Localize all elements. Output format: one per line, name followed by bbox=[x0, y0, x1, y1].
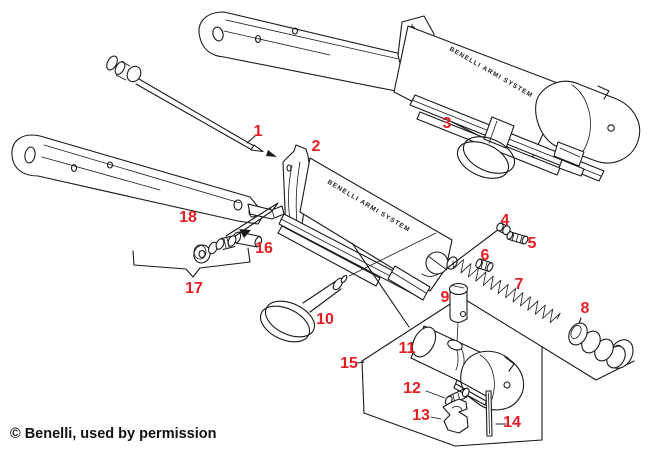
leader-line-parts-4-5 bbox=[445, 228, 500, 270]
bolt-carrier-2-drawing: BENELLI ARMI SYSTEM bbox=[277, 144, 458, 301]
part-label-16: 16 bbox=[255, 240, 273, 257]
firing-pin-rod-drawing bbox=[106, 55, 277, 157]
part-label-18: 18 bbox=[179, 209, 197, 226]
link-arm-18-drawing bbox=[11, 134, 285, 225]
part-label-9: 9 bbox=[441, 289, 450, 306]
leader-line-part-1 bbox=[246, 135, 256, 144]
recoil-spring-7-drawing bbox=[452, 259, 561, 323]
part-label-11: 11 bbox=[399, 340, 416, 357]
bolt-assembly-3-drawing: BENELLI ARMI SYSTEM bbox=[198, 11, 641, 182]
washer-group-17-drawing bbox=[132, 202, 279, 278]
part-label-3: 3 bbox=[443, 115, 452, 132]
leader-line-group-15 bbox=[351, 242, 410, 328]
group-15-outline bbox=[356, 296, 635, 447]
part-label-12: 12 bbox=[403, 380, 421, 397]
part-label-8: 8 bbox=[581, 300, 590, 317]
part-label-14: 14 bbox=[503, 414, 521, 431]
part-label-5: 5 bbox=[528, 235, 537, 252]
copyright-notice: © Benelli, used by permission bbox=[10, 426, 217, 442]
part-label-10: 10 bbox=[316, 311, 334, 328]
spring-washers-8-drawing bbox=[568, 317, 634, 369]
part-label-17: 17 bbox=[185, 280, 203, 297]
part-label-2: 2 bbox=[312, 138, 321, 155]
bolt-handle-10-drawing bbox=[259, 232, 437, 343]
bolt-body-group-drawing bbox=[410, 282, 525, 437]
part-labels: 1 2 3 4 5 6 7 8 9 10 11 12 13 14 15 16 1… bbox=[179, 115, 589, 431]
part-label-13: 13 bbox=[412, 407, 430, 424]
part-label-6: 6 bbox=[481, 247, 490, 264]
part-label-1: 1 bbox=[254, 123, 263, 140]
part-label-4: 4 bbox=[501, 212, 510, 229]
part-label-15: 15 bbox=[340, 355, 358, 372]
part-label-7: 7 bbox=[515, 276, 524, 293]
bracket-17 bbox=[132, 247, 251, 278]
small-parts-4-5-6-drawing bbox=[475, 222, 529, 273]
